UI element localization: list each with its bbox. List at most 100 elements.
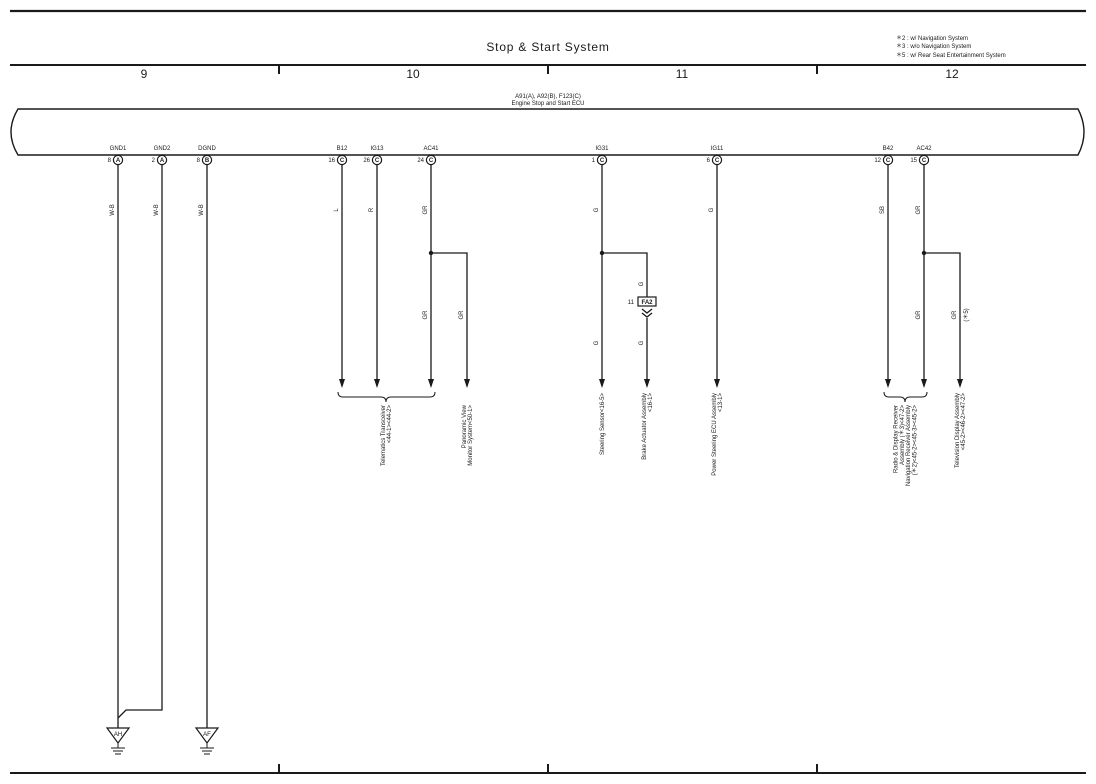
chevron-down-icon <box>641 312 653 318</box>
wire-color-label: R <box>369 207 375 212</box>
connector-badge <box>336 154 348 166</box>
column-number: 9 <box>141 67 148 81</box>
connector-letter: C <box>340 158 345 164</box>
ecu-block <box>10 108 1085 156</box>
splice-point <box>599 250 605 256</box>
destination-label: Assembly (＊3)<47-2> <box>899 405 906 466</box>
wires <box>117 165 961 728</box>
ecu-name: Engine Stop and Start ECU <box>511 101 584 107</box>
arrow-icon <box>464 379 470 388</box>
arrow-icon <box>885 379 891 388</box>
pin-name: IG13 <box>370 146 384 152</box>
pin-number: 8 <box>197 158 201 164</box>
wire-color-label: G <box>709 207 715 212</box>
connector-letter: B <box>205 158 210 164</box>
connector-badge <box>112 154 124 166</box>
inline-connector-box <box>637 296 657 307</box>
destination-label: Panoramic View <box>462 404 468 448</box>
destination-labels: Telematics Transceiver<44-1><44-2> Panora… <box>381 393 967 487</box>
destination-label: <44-1><44-2> <box>387 405 393 444</box>
connector-letter: C <box>886 158 891 164</box>
ground-icon <box>105 727 131 745</box>
connector-letter: C <box>922 158 927 164</box>
connector-badge <box>371 154 383 166</box>
connector-badge <box>156 154 168 166</box>
wire-color-label: SB <box>880 206 886 214</box>
arrow-icon <box>957 379 963 388</box>
ground-label: AH <box>114 732 122 738</box>
connector-badge <box>882 154 894 166</box>
ground-ah: AH <box>105 727 131 755</box>
chevron-down-icon <box>641 308 653 314</box>
connector-letter: A <box>160 158 165 164</box>
connector-letter: A <box>116 158 121 164</box>
pin-number: 16 <box>328 158 335 164</box>
wire-color-label: W-B <box>110 204 116 216</box>
pin-number: 8 <box>108 158 112 164</box>
wire-color-label: GR <box>459 310 465 320</box>
column-number: 11 <box>676 67 689 81</box>
arrow-icon <box>374 379 380 388</box>
destination-label: <45-2><46-2><47-2> <box>961 393 967 451</box>
pin-number: 2 <box>152 158 156 164</box>
column-ticks <box>278 65 818 74</box>
destination-label: (＊2)<45-2><45-3><45-2> <box>912 405 919 476</box>
connector-badge <box>425 154 437 166</box>
wire-color-label: G <box>594 340 600 345</box>
connector-badge <box>711 154 723 166</box>
destination-label: Navigation Receiver Assembly <box>906 405 912 486</box>
wire-color-label: G <box>594 207 600 212</box>
pin-number: 24 <box>417 158 424 164</box>
wire-ac42-branch <box>924 252 961 386</box>
splice-point <box>428 250 434 256</box>
wire-color-label: GR <box>916 310 922 320</box>
arrow-heads <box>339 379 963 388</box>
pin-name: IG31 <box>595 146 609 152</box>
wire-color-label: G <box>639 281 645 286</box>
legend-note: ＊3 : w/o Navigation System <box>896 43 971 50</box>
destination-label: Power Steering ECU Assembly <box>712 393 718 476</box>
arrow-icon <box>714 379 720 388</box>
pin-number: 12 <box>874 158 881 164</box>
destination-label: Brake Actuator Assembly <box>642 393 648 460</box>
pin-name: DGND <box>198 146 216 152</box>
wire-color-label: W-B <box>199 204 205 216</box>
connector-badge <box>918 154 930 166</box>
arrow-icon <box>644 379 650 388</box>
connector-badge <box>596 154 608 166</box>
ground-label: AF <box>203 732 211 738</box>
page-title: Stop & Start System <box>486 40 609 54</box>
connector-badge <box>201 154 213 166</box>
legend-note: ＊5 : w/ Rear Seat Entertainment System <box>896 52 1006 59</box>
wire-color-label: GR <box>916 205 922 215</box>
wire-ig31-branch <box>602 252 648 298</box>
arrow-icon <box>339 379 345 388</box>
destination-label: <16-1> <box>648 393 654 413</box>
pin-number: 1 <box>592 158 596 164</box>
destination-label: Steering Sensor<16-5> <box>600 393 606 456</box>
pin-name: GND2 <box>154 146 171 152</box>
pin-name: B42 <box>883 146 894 152</box>
destination-label: Radio & Display Receiver <box>893 405 899 473</box>
destination-label: Telematics Transceiver <box>381 405 387 466</box>
pin-number: 6 <box>707 158 711 164</box>
inline-connector-fa2: 11 FA2 <box>628 296 657 318</box>
wire-color-label: L <box>334 208 340 212</box>
connector-letter: C <box>715 158 720 164</box>
column-number: 10 <box>406 67 420 81</box>
pin-name: GND1 <box>110 146 127 152</box>
wire-color-label: G <box>639 340 645 345</box>
ground-icon <box>194 727 220 745</box>
inline-connector-name: FA2 <box>641 300 653 306</box>
destination-label: Television Display Assembly <box>955 393 961 468</box>
group-brace <box>883 391 928 403</box>
wire-color-label: (＊5) <box>963 308 970 321</box>
connector-letter: C <box>429 158 434 164</box>
wire-gnd2 <box>117 165 163 719</box>
destination-label: Monitor System<50-1> <box>468 405 474 466</box>
bottom-ticks <box>278 764 818 773</box>
pin-name: B12 <box>337 146 348 152</box>
